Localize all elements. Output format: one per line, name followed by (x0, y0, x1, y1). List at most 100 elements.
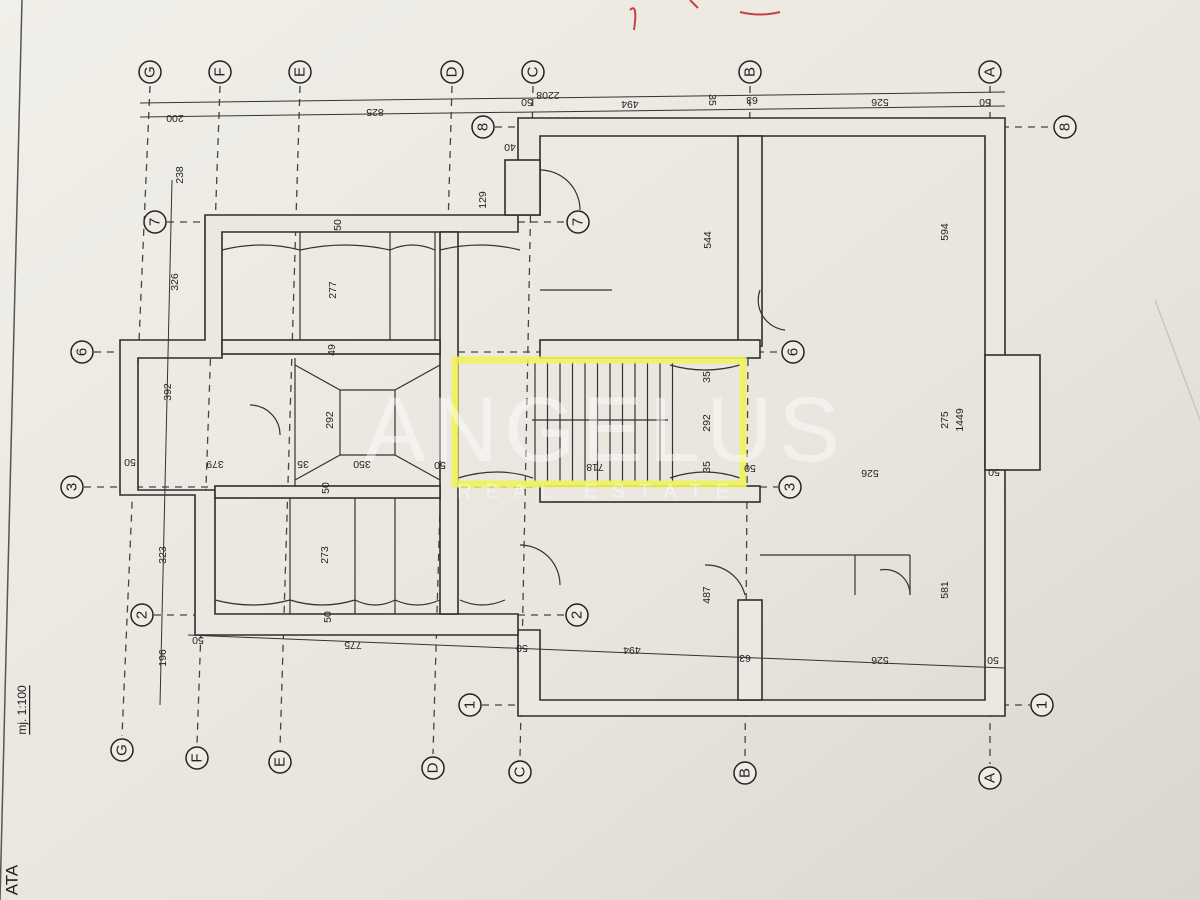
grid-bubble-A: A (978, 60, 1002, 84)
grid-bubble-C: C (508, 760, 532, 784)
dimension-label: 350 (353, 458, 371, 470)
dimension-label: 40 (504, 141, 516, 153)
dimension-label: 35 (701, 371, 713, 383)
dimension-line-top (139, 105, 1006, 118)
sheet-title-fragment: ATA (3, 864, 22, 895)
svg-text:A: A (982, 67, 999, 77)
dimension-label: 50 (987, 654, 999, 666)
grid-bubble-7: 7 (143, 210, 167, 234)
dimension-label: 196 (157, 649, 169, 667)
svg-text:3: 3 (64, 483, 81, 491)
grid-bubble-2: 2 (130, 603, 154, 627)
dimension-label: 825 (366, 106, 384, 118)
dimension-line-total (139, 91, 1006, 104)
grid-bubble-B: B (738, 60, 762, 84)
grid-bubble-D: D (421, 756, 445, 780)
dimension-label: 2208 (536, 89, 560, 101)
dimension-label: 50 (322, 611, 334, 623)
dimension-label: 775 (344, 639, 362, 651)
dimension-label: 718 (586, 461, 604, 473)
grid-bubble-1: 1 (1030, 693, 1054, 717)
svg-text:C: C (525, 66, 542, 77)
grid-line-E (279, 85, 301, 749)
svg-text:G: G (142, 66, 159, 78)
dimension-label: 129 (477, 191, 489, 209)
grid-bubble-2: 2 (565, 603, 589, 627)
dimension-label: 50 (320, 482, 332, 494)
svg-text:6: 6 (74, 348, 91, 356)
dimension-label: 594 (939, 223, 951, 241)
svg-text:7: 7 (147, 218, 164, 226)
grid-bubble-6: 6 (781, 340, 805, 364)
paper-fold-line (1154, 299, 1200, 421)
building-walls (119, 117, 1041, 717)
svg-text:3: 3 (782, 483, 799, 491)
dimension-label: 392 (162, 383, 174, 401)
dimension-label: 494 (623, 644, 641, 656)
grid-bubble-7: 7 (566, 210, 590, 234)
dimension-label: 526 (861, 467, 879, 479)
grid-bubble-3: 3 (60, 475, 84, 499)
dimension-label: 379 (206, 458, 224, 470)
grid-bubble-G: G (138, 60, 162, 84)
svg-text:2: 2 (569, 611, 586, 619)
grid-bubble-D: D (440, 60, 464, 84)
dimension-label: 50 (434, 459, 446, 471)
grid-bubble-E: E (268, 750, 292, 774)
svg-text:F: F (212, 67, 229, 76)
dimension-label: 63 (746, 94, 758, 106)
dimension-line-left (159, 179, 173, 706)
svg-text:F: F (189, 753, 206, 762)
svg-text:B: B (742, 67, 759, 77)
dimension-label: 50 (516, 642, 528, 654)
grid-bubble-G: G (110, 738, 134, 762)
staircase (457, 362, 741, 482)
dimension-label: 292 (324, 411, 336, 429)
dimension-label: 326 (169, 273, 181, 291)
dimension-label: 50 (979, 96, 991, 108)
svg-text:A: A (982, 773, 999, 783)
dimension-label: 487 (701, 586, 713, 604)
svg-text:E: E (292, 67, 309, 77)
svg-text:C: C (512, 766, 529, 777)
dimension-label: 526 (871, 96, 889, 108)
svg-text:B: B (737, 768, 754, 778)
scale-label: mj. 1:100 (15, 685, 29, 735)
svg-text:6: 6 (785, 348, 802, 356)
grid-bubble-8: 8 (1053, 115, 1077, 139)
svg-text:8: 8 (475, 123, 492, 131)
svg-text:D: D (444, 66, 461, 77)
dimension-label: 277 (327, 281, 339, 299)
stair-landing-arcs (457, 364, 741, 479)
dimension-label: 50 (521, 96, 533, 108)
grid-bubble-3: 3 (778, 475, 802, 499)
dimension-label: 63 (739, 652, 751, 664)
grid-bubble-C: C (521, 60, 545, 84)
dimension-label: 50 (332, 219, 344, 231)
dimension-label: 35 (701, 461, 713, 473)
dimension-line-bottom (187, 634, 1006, 669)
dimension-label: 49 (326, 344, 338, 356)
grid-bubble-A: A (978, 766, 1002, 790)
dimension-label: 50 (192, 634, 204, 646)
dimension-label: 544 (702, 231, 714, 249)
grid-bubble-B: B (733, 761, 757, 785)
dimension-label: 35 (706, 94, 718, 106)
dimension-label: 273 (319, 546, 331, 564)
grid-bubble-F: F (185, 746, 209, 770)
grid-bubble-6: 6 (70, 340, 94, 364)
svg-text:7: 7 (570, 218, 587, 226)
svg-text:8: 8 (1057, 123, 1074, 131)
watermark-brand: ANGELUS (364, 379, 846, 481)
sheet-border-line (0, 0, 23, 900)
svg-text:1: 1 (462, 701, 479, 709)
dimension-label: 238 (174, 166, 186, 184)
svg-text:G: G (114, 744, 131, 756)
handwritten-marks (629, 0, 781, 31)
svg-text:D: D (425, 762, 442, 773)
dimension-label: 526 (871, 654, 889, 666)
interior-lines (214, 169, 911, 614)
